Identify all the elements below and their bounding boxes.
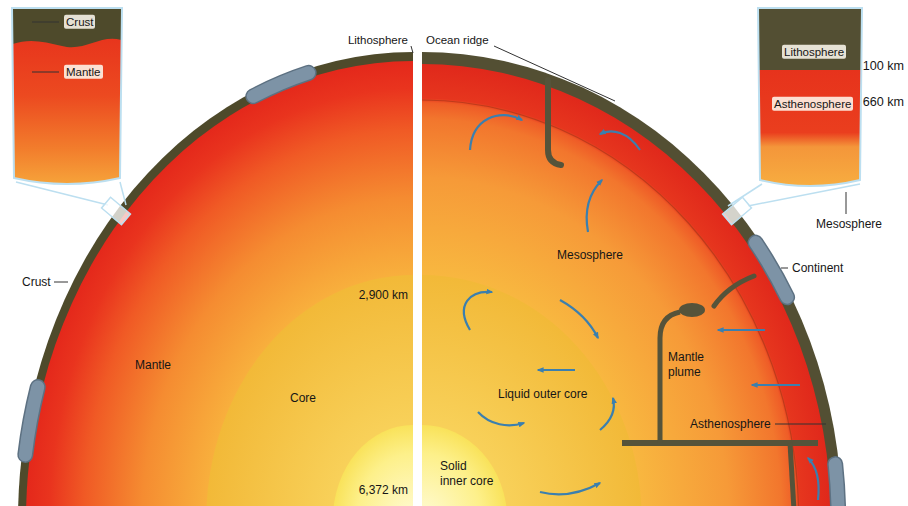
continent-shape [756,243,788,298]
layer-label: Mesosphere [557,248,623,263]
leader-line [32,22,59,23]
convection-arrow [752,384,800,386]
inset-marker [723,197,752,224]
core-arrow [560,300,598,338]
subducting-slab [714,276,754,306]
inset-mantle [758,8,862,186]
subducting-slab [790,443,794,506]
feature-label: Mantle plume [668,350,712,380]
layer-label: Crust [22,275,51,290]
convection-arrow [470,115,522,150]
continent-outline [835,464,838,506]
convection-arrow [587,180,602,232]
inset-label: Mesosphere [816,217,882,232]
layer-label: Asthenosphere [690,417,771,432]
depth-label: 100 km [863,59,904,75]
core-arrow [464,292,492,330]
inset-crust [12,8,122,47]
inset-label: Crust [64,15,95,29]
depth-label: 6,372 km [359,483,408,498]
convection-arrow [718,329,765,331]
layer-label: Core [290,391,316,406]
layer-label: Mantle [135,358,171,373]
leader-line [54,282,68,283]
inset-mantle [12,8,122,184]
depth-label: 660 km [863,95,904,111]
continent-shape [253,73,308,97]
core-arrow [538,369,575,371]
continent-outline [756,243,788,298]
inner-core [422,425,507,506]
inset-frame [12,8,122,184]
inset-guide [16,182,108,205]
feature-label: Ocean ridge [426,33,489,47]
crust-inset [12,8,130,225]
layer-label: Lithosphere [348,33,408,47]
layer-label: Solid inner core [440,459,495,489]
convection-arrow [600,131,640,150]
core-layer [206,275,413,506]
leader-line [781,268,788,269]
continent-shape [835,464,838,506]
plume-head [679,303,705,317]
inset-marker [102,197,131,224]
leader-line [32,72,59,73]
inset-lithosphere [758,8,862,70]
layer-label: Liquid outer core [498,387,587,402]
inset-guide [748,184,860,206]
lithosphere-inset [723,8,862,225]
inset-guide [120,182,126,205]
inset-label: Mantle [64,65,103,79]
feature-label: Continent [792,261,843,276]
inner-core [333,425,413,506]
continent-outline [25,387,38,455]
leader-line [846,192,847,214]
depth-label: 2,900 km [359,288,408,303]
inset-frame [758,8,862,186]
leader-line [775,424,826,425]
right-continents [756,243,839,506]
inset-label: Asthenosphere [772,97,853,111]
continent-shape [25,387,38,455]
leader-lines [32,22,846,424]
inset-label: Lithosphere [782,45,846,59]
leader-line [411,46,413,53]
core-arrow [478,412,524,425]
core-arrow [600,398,614,430]
outer-core-layer [422,275,642,506]
core-arrow [540,483,600,494]
continent-outline [253,73,308,97]
leader-line [494,46,615,101]
convection-arrow [808,458,819,500]
subducting-slab [548,80,561,165]
